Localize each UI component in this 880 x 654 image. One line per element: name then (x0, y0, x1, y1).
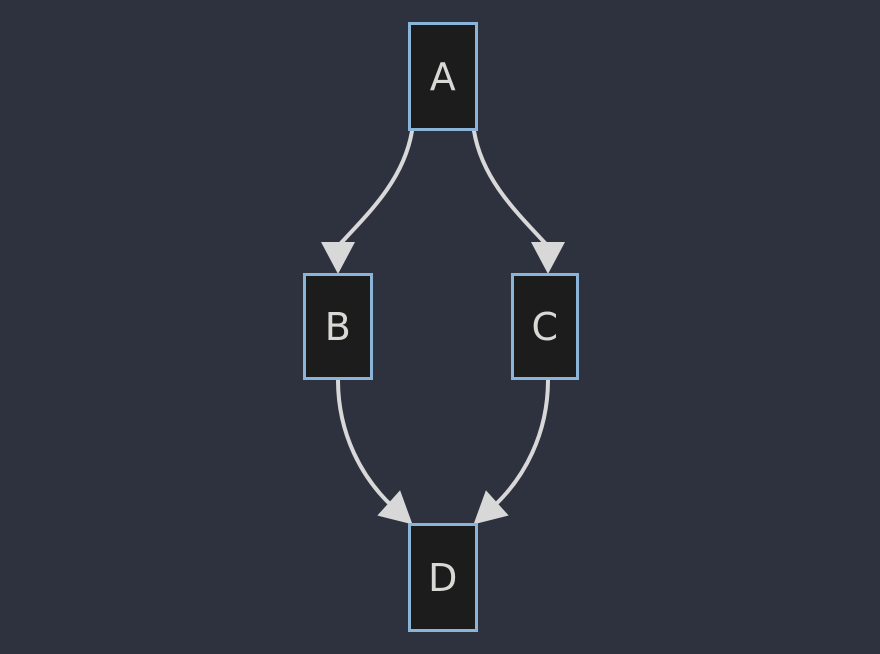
graph-node-a[interactable]: A (408, 22, 478, 131)
edge-a-to-c (472, 129, 565, 274)
graph-node-b-label: B (324, 304, 352, 349)
graph-node-d-label: D (428, 555, 458, 600)
arrowhead-into-c (531, 242, 565, 274)
edge-b-to-d-line (336, 378, 394, 508)
edge-c-to-d (473, 378, 550, 525)
arrowhead-into-b (321, 242, 355, 274)
graph-node-a-label: A (429, 54, 457, 99)
graph-node-c[interactable]: C (511, 273, 579, 380)
graph-node-c-label: C (531, 304, 559, 349)
edge-b-to-d (336, 378, 413, 525)
arrowhead-into-d-from-c (473, 490, 509, 525)
edge-c-to-d-line (492, 378, 550, 508)
edge-a-to-c-line (472, 129, 548, 246)
graph-node-b[interactable]: B (303, 273, 373, 380)
edge-a-to-b-line (338, 129, 414, 246)
graph-node-d[interactable]: D (408, 523, 478, 632)
edge-a-to-b (321, 129, 414, 274)
arrowhead-into-d-from-b (377, 490, 413, 525)
